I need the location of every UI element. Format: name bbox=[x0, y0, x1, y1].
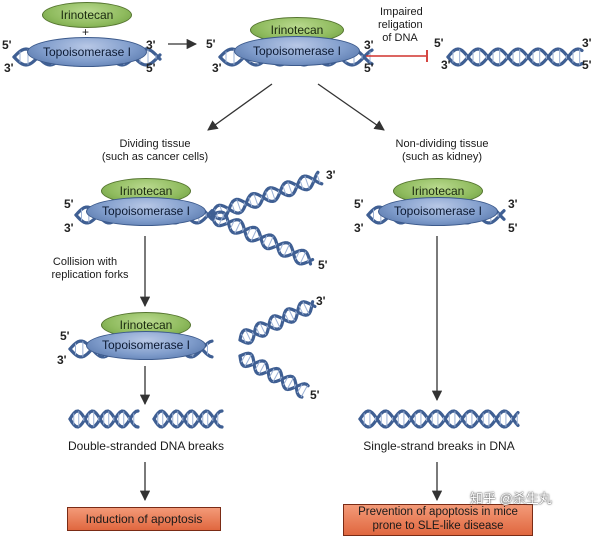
end-label: 5' bbox=[60, 329, 70, 343]
topoisomerase-3: Topoisomerase I bbox=[86, 197, 206, 226]
collision-label-2: replication forks bbox=[51, 269, 129, 281]
outcome-apoptosis-box: Induction of apoptosis bbox=[67, 507, 221, 531]
end-label: 5' bbox=[310, 388, 320, 402]
outcome-prevention-box: Prevention of apoptosis in mice prone to… bbox=[343, 504, 533, 536]
end-label: 3' bbox=[364, 38, 374, 52]
dna-helices bbox=[12, 47, 584, 429]
dna-helix bbox=[238, 351, 310, 399]
outcome-prevention-line2: prone to SLE-like disease bbox=[372, 520, 504, 532]
end-label: 3' bbox=[316, 294, 326, 308]
arrow-to-dividing bbox=[207, 83, 273, 131]
end-label: 5' bbox=[146, 61, 156, 75]
end-label: 5' bbox=[318, 258, 328, 272]
end-label: 5' bbox=[508, 221, 518, 235]
dna-helix bbox=[210, 210, 315, 266]
impaired-label-1: Impaired bbox=[380, 6, 423, 18]
impaired-label-2: religation bbox=[378, 19, 423, 31]
end-label: 5' bbox=[64, 197, 74, 211]
end-label: 3' bbox=[4, 61, 14, 75]
end-label: 5' bbox=[582, 58, 592, 72]
end-label: 3' bbox=[441, 58, 451, 72]
end-label: 5' bbox=[434, 36, 444, 50]
irinotecan-pill-4: Irinotecan bbox=[101, 312, 191, 338]
ssb-label: Single-strand breaks in DNA bbox=[363, 439, 515, 453]
end-label: 5' bbox=[354, 197, 364, 211]
irinotecan-pill-1: Irinotecan bbox=[42, 2, 132, 28]
topoisomerase-2: Topoisomerase I bbox=[234, 36, 360, 66]
end-label: 5' bbox=[364, 61, 374, 75]
dna-helix bbox=[358, 409, 520, 429]
watermark: 知乎 @杀生丸 bbox=[470, 491, 552, 506]
collision-label-1: Collision with bbox=[52, 256, 118, 268]
end-label: 3' bbox=[582, 36, 592, 50]
dna-helix bbox=[446, 47, 584, 67]
nondividing-label-1: Non-dividing tissue bbox=[395, 138, 489, 150]
impaired-label-3: of DNA bbox=[382, 32, 418, 44]
outcome-prevention-line1: Prevention of apoptosis in mice bbox=[358, 506, 518, 518]
dna-helix bbox=[152, 409, 224, 429]
end-label: 3' bbox=[57, 353, 67, 367]
outcome-apoptosis-text: Induction of apoptosis bbox=[85, 512, 203, 526]
dna-helix bbox=[210, 170, 324, 221]
end-label: 3' bbox=[212, 61, 222, 75]
end-label: 5' bbox=[2, 38, 12, 52]
nondividing-label-2: (such as kidney) bbox=[401, 151, 483, 163]
topoisomerase-1: Topoisomerase I bbox=[27, 37, 147, 67]
arrow-to-nondividing bbox=[317, 83, 385, 131]
dna-helix bbox=[68, 409, 140, 429]
plus-sign: + bbox=[82, 25, 90, 39]
end-label: 3' bbox=[508, 197, 518, 211]
end-label: 3' bbox=[64, 221, 74, 235]
end-label: 3' bbox=[326, 168, 336, 182]
dna-helix bbox=[238, 300, 317, 345]
dsb-label: Double-stranded DNA breaks bbox=[67, 439, 225, 453]
topoisomerase-4: Topoisomerase I bbox=[86, 331, 206, 360]
dividing-label-2: (such as cancer cells) bbox=[101, 151, 209, 163]
dividing-label-1: Dividing tissue bbox=[119, 138, 191, 150]
end-label: 3' bbox=[146, 38, 156, 52]
end-label: 3' bbox=[354, 221, 364, 235]
topoisomerase-5: Topoisomerase I bbox=[378, 197, 498, 226]
end-label: 5' bbox=[206, 37, 216, 51]
